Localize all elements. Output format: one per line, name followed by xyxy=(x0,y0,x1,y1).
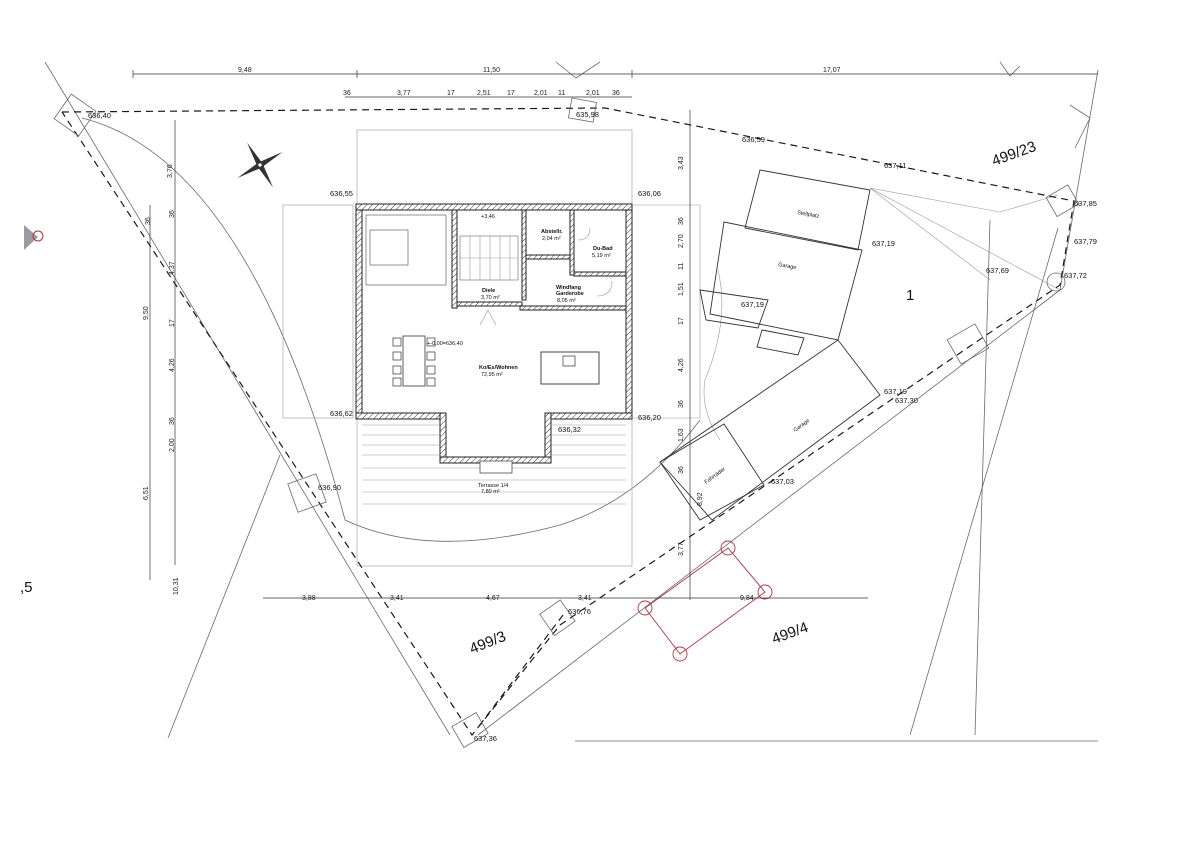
svg-text:636,06: 636,06 xyxy=(638,189,661,198)
svg-text:Garage: Garage xyxy=(778,262,797,271)
svg-text:2,70: 2,70 xyxy=(678,234,685,248)
svg-text:2,04 m²: 2,04 m² xyxy=(542,236,561,242)
svg-text:636,76: 636,76 xyxy=(568,607,591,616)
svg-text:36: 36 xyxy=(678,466,685,474)
svg-text:4,26: 4,26 xyxy=(678,358,685,372)
svg-text:17: 17 xyxy=(169,319,176,327)
svg-text:3,88: 3,88 xyxy=(302,595,316,602)
svg-text:Fahrräder: Fahrräder xyxy=(704,466,727,485)
house xyxy=(355,203,633,505)
svg-text:7,80 m²: 7,80 m² xyxy=(481,489,500,495)
svg-text:636,62: 636,62 xyxy=(330,409,353,418)
svg-text:11: 11 xyxy=(558,90,565,97)
svg-text:9,50: 9,50 xyxy=(143,306,150,320)
svg-text:499/3: 499/3 xyxy=(467,628,508,658)
svg-text:8,92: 8,92 xyxy=(697,492,704,506)
svg-text:4,67: 4,67 xyxy=(486,595,500,602)
svg-text:637,19: 637,19 xyxy=(884,387,907,396)
svg-text:11: 11 xyxy=(678,263,685,270)
room-labels: +3,46 Abstellr. 2,04 m² Du-Bad 5,19 m² D… xyxy=(427,210,914,495)
svg-text:637,36: 637,36 xyxy=(474,734,497,743)
svg-text:Diele: Diele xyxy=(482,288,495,294)
svg-text:3,70 m²: 3,70 m² xyxy=(481,295,500,301)
svg-text:2,01: 2,01 xyxy=(586,90,600,97)
property-boundary xyxy=(61,107,1075,737)
svg-text:5,19 m²: 5,19 m² xyxy=(592,253,611,259)
garages xyxy=(659,169,881,521)
svg-text:637,30: 637,30 xyxy=(895,396,918,405)
svg-text:17,07: 17,07 xyxy=(823,67,841,74)
svg-text:36: 36 xyxy=(145,217,152,225)
svg-text:9,84: 9,84 xyxy=(740,595,754,602)
svg-text:6,51: 6,51 xyxy=(143,486,150,500)
svg-text:636,20: 636,20 xyxy=(638,413,661,422)
svg-text:637,85: 637,85 xyxy=(1074,199,1097,208)
turning-area xyxy=(637,540,773,662)
svg-text:72,95 m²: 72,95 m² xyxy=(481,372,503,378)
dimension-labels: 9,48 11,50 17,07 36 3,77 17 2,51 17 2,01… xyxy=(143,67,841,602)
svg-text:36: 36 xyxy=(169,210,176,218)
svg-text:1,63: 1,63 xyxy=(678,428,685,442)
svg-text:36: 36 xyxy=(678,217,685,225)
site-lines xyxy=(44,61,1099,742)
svg-text:3,43: 3,43 xyxy=(678,156,685,170)
svg-text:2,00: 2,00 xyxy=(169,438,176,452)
svg-text:,5: ,5 xyxy=(20,579,33,596)
svg-text:+3,46: +3,46 xyxy=(481,214,495,220)
svg-text:Windfang: Windfang xyxy=(556,285,581,291)
svg-text:636,55: 636,55 xyxy=(330,189,353,198)
north-arrow-icon xyxy=(237,142,283,188)
svg-text:499/23: 499/23 xyxy=(990,138,1039,170)
elevation-labels: 636,40 635,98 636,59 637,11 637,85 637,7… xyxy=(88,110,1097,743)
svg-text:3,41: 3,41 xyxy=(578,595,592,602)
svg-text:636,90: 636,90 xyxy=(318,483,341,492)
svg-text:11,50: 11,50 xyxy=(483,67,500,74)
svg-text:3,76: 3,76 xyxy=(167,164,174,178)
svg-text:Garage: Garage xyxy=(793,418,811,434)
svg-text:8,05 m²: 8,05 m² xyxy=(557,298,576,304)
svg-text:17: 17 xyxy=(447,90,455,97)
svg-text:2,51: 2,51 xyxy=(477,90,491,97)
svg-text:3,41: 3,41 xyxy=(390,595,404,602)
svg-text:+-0,00=636,40: +-0,00=636,40 xyxy=(427,341,463,347)
svg-text:Garderobe: Garderobe xyxy=(556,291,584,297)
svg-text:3,77: 3,77 xyxy=(397,90,411,97)
svg-text:36: 36 xyxy=(612,90,620,97)
svg-text:636,40: 636,40 xyxy=(88,111,111,120)
svg-text:3,77: 3,77 xyxy=(678,542,685,556)
svg-text:17: 17 xyxy=(507,90,515,97)
svg-text:Stellplatz: Stellplatz xyxy=(797,210,820,220)
dimension-lines xyxy=(132,70,1098,600)
svg-text:36: 36 xyxy=(169,417,176,425)
left-edge-marker-icon xyxy=(24,225,44,250)
svg-text:4,26: 4,26 xyxy=(169,358,176,372)
svg-text:9,48: 9,48 xyxy=(238,67,252,74)
svg-text:10,31: 10,31 xyxy=(173,577,180,595)
svg-text:636,32: 636,32 xyxy=(558,425,581,434)
svg-text:637,72: 637,72 xyxy=(1064,271,1087,280)
svg-text:36: 36 xyxy=(678,400,685,408)
svg-text:Terrasse 1/4: Terrasse 1/4 xyxy=(478,483,508,489)
svg-text:637,69: 637,69 xyxy=(986,266,1009,275)
svg-text:637,19: 637,19 xyxy=(741,300,764,309)
svg-text:36: 36 xyxy=(343,90,351,97)
svg-text:637,79: 637,79 xyxy=(1074,237,1097,246)
svg-text:17: 17 xyxy=(678,317,685,325)
svg-text:Abstellr.: Abstellr. xyxy=(541,229,563,235)
svg-text:635,98: 635,98 xyxy=(576,110,599,119)
svg-text:499/4: 499/4 xyxy=(770,619,811,648)
svg-text:2,01: 2,01 xyxy=(534,90,548,97)
boundary-markers xyxy=(53,93,1080,748)
svg-text:4,37: 4,37 xyxy=(169,261,176,275)
svg-text:1: 1 xyxy=(906,287,914,304)
svg-text:637,03: 637,03 xyxy=(771,477,794,486)
svg-text:636,59: 636,59 xyxy=(742,135,765,144)
svg-text:Du-Bad: Du-Bad xyxy=(593,246,613,252)
svg-text:637,11: 637,11 xyxy=(884,161,906,170)
svg-text:Ko/Es/Wohnen: Ko/Es/Wohnen xyxy=(479,365,518,371)
svg-text:637,19: 637,19 xyxy=(872,239,895,248)
svg-text:1,51: 1,51 xyxy=(678,282,685,296)
